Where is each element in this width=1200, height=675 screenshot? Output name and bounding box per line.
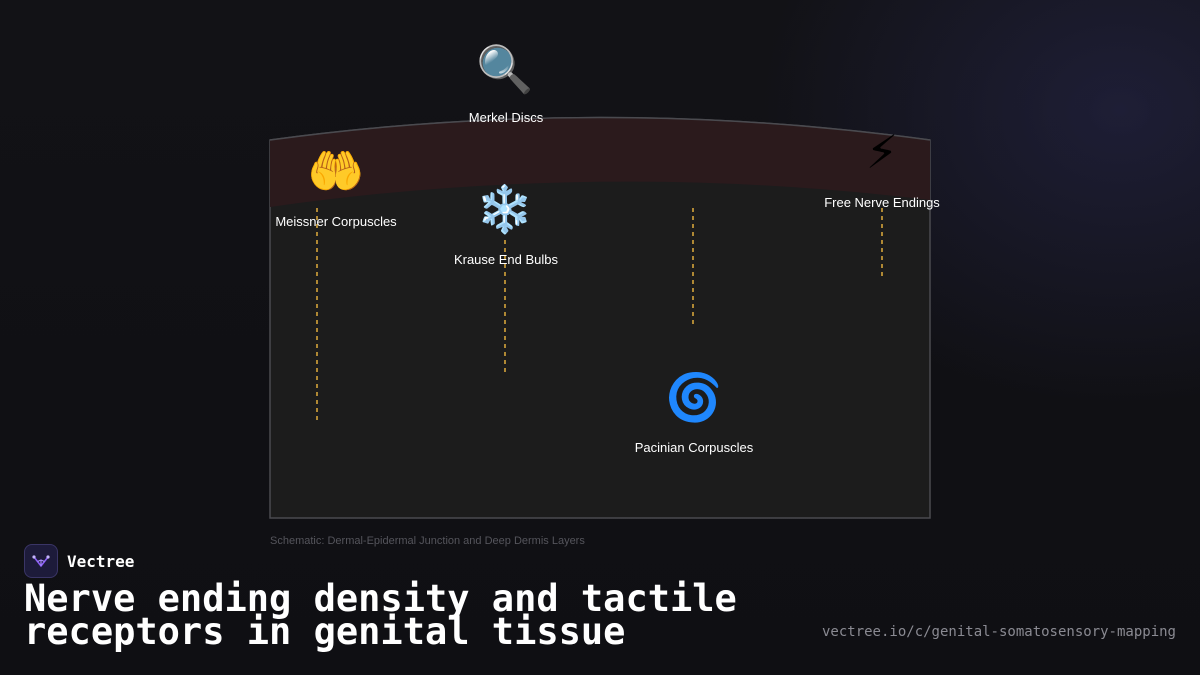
vectree-logo-icon — [24, 544, 58, 578]
open-hands-icon: 🤲 — [307, 144, 365, 198]
cyclone-icon: 🌀 — [665, 370, 723, 424]
source-url[interactable]: vectree.io/c/genital-somatosensory-mappi… — [821, 624, 1176, 640]
epidermis-layer — [270, 117, 930, 207]
brand: Vectree — [24, 544, 134, 578]
page-title: Nerve ending density and tactile recepto… — [24, 577, 737, 653]
brand-name: Vectree — [67, 551, 135, 571]
diagram-caption: Schematic: Dermal-Epidermal Junction and… — [270, 535, 585, 547]
receptor-label-meissner: Meissner Corpuscles — [275, 214, 397, 229]
lightning-icon: ⚡ — [865, 125, 899, 179]
magnifier-icon: 🔍 — [476, 42, 534, 96]
snowflake-icon: ❄️ — [476, 182, 534, 236]
skin-surface-line — [269, 116, 931, 141]
receptor-label-merkel: Merkel Discs — [468, 110, 544, 125]
receptor-label-pacinian: Pacinian Corpuscles — [634, 440, 754, 455]
receptor-label-krause: Krause End Bulbs — [453, 252, 559, 267]
receptor-label-free: Free Nerve Endings — [824, 195, 940, 210]
